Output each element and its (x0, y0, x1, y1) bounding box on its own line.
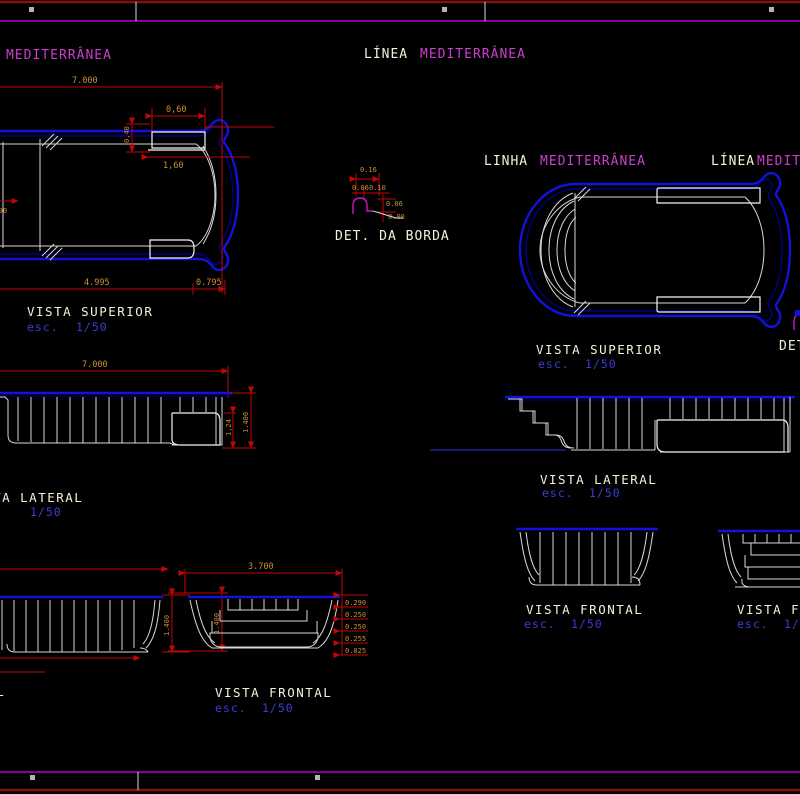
dim-detail-right-b: 0.00 (388, 213, 405, 221)
dim-lateral-left-depth: 1.400 (242, 412, 250, 433)
title-top-center-name: MEDITERRÂNEA (420, 46, 526, 62)
border-detail-title: DET. DA BORDA (335, 229, 450, 244)
plan-left-title: VISTA SUPERIOR (27, 304, 153, 319)
dim-plan-step-length: 1,60 (163, 161, 183, 171)
dim-plan-total-width: 7.000 (72, 76, 98, 86)
frontal-view-center: 3.700 1.400 0.290 0.250 0.250 0.255 0.02… (162, 562, 368, 658)
dim-lateral-left-bench: 1,24 (225, 419, 233, 436)
border-detail: 0.16 0.06 0.10 0.06 0.00 (349, 166, 405, 222)
border-detail-right-fragment (793, 310, 800, 330)
lateral-right-scale: 1/50 (589, 486, 621, 500)
frontal-right-a-esc: esc. (524, 617, 556, 631)
dim-detail-mid-a: 0.06 (352, 184, 369, 192)
plan-view-right (518, 171, 792, 329)
dim-detail-right-a: 0.06 (386, 200, 403, 208)
title-top-left: MEDITERRÂNEA (6, 47, 112, 63)
frontal-center-scale: 1/50 (262, 701, 294, 715)
lateral-view-left: 7.000 1,24 1.400 (0, 360, 256, 449)
plan-view-left (0, 118, 240, 272)
dim-step-1: 0.290 (345, 599, 366, 607)
frontal-view-left: 1.400 (0, 566, 228, 673)
lateral-right-esc: esc. (542, 486, 574, 500)
dim-step-2: 0.250 (345, 611, 366, 619)
plan-right-esc: esc. (538, 357, 570, 371)
dim-step-4: 0.255 (345, 635, 366, 643)
title-mid-center-name: MEDITERRÂNEA (540, 153, 646, 169)
grip-handle[interactable] (769, 7, 774, 12)
lateral-left-title: VISTA LATERAL (0, 490, 83, 505)
plan-left-dimensions: 7.000 0,60 0,40 1,60 0.290 4.995 0.795 (0, 76, 274, 295)
title-mid-right-prefix: LÍNEA (711, 153, 755, 169)
frontal-right-a-scale: 1/50 (571, 617, 603, 631)
layout-frame-top (0, 0, 800, 22)
frontal-center-title: VISTA FRONTAL (215, 685, 332, 700)
layout-frame-bottom (0, 771, 800, 792)
frontal-right-a-title: VISTA FRONTAL (526, 602, 643, 617)
title-mid-right-name: MEDITERRÂNEA (757, 153, 800, 169)
frontal-right-b-esc: esc. (737, 617, 769, 631)
dim-lateral-left-width: 7.000 (82, 360, 108, 370)
grip-handle[interactable] (29, 7, 34, 12)
frontal-center-esc: esc. (215, 701, 247, 715)
dim-frontal-center-width: 3.700 (248, 562, 274, 572)
grip-handle[interactable] (315, 775, 320, 780)
lateral-left-scale: 1/50 (30, 505, 62, 519)
border-detail-right-title: DET. DA BORDA (779, 339, 800, 354)
grip-handle[interactable] (442, 7, 447, 12)
plan-right-scale: 1/50 (585, 357, 617, 371)
dim-plan-left-fragment: 0.290 (0, 207, 7, 215)
plan-left-esc: esc. (27, 320, 59, 334)
plan-left-scale: 1/50 (76, 320, 108, 334)
dim-plan-body-length: 4.995 (84, 278, 110, 288)
frontal-left-title: VISTA FRONTAL (0, 684, 5, 699)
dim-plan-step-depth: 0,40 (123, 126, 131, 143)
grip-handle[interactable] (30, 775, 35, 780)
dim-frontal-center-depth: 1.400 (163, 615, 171, 636)
dim-detail-top: 0.16 (360, 166, 377, 174)
frontal-right-b-title: VISTA FRONTAL (737, 602, 800, 617)
lateral-view-right (430, 395, 795, 453)
dim-plan-nose-length: 0.795 (196, 278, 222, 288)
title-top-center-prefix: LÍNEA (364, 46, 408, 62)
title-mid-center-prefix: LINHA (484, 154, 528, 169)
dim-detail-mid-b: 0.10 (369, 184, 386, 192)
lateral-right-title: VISTA LATERAL (540, 472, 657, 487)
dim-frontal-left-depth: 1.400 (213, 613, 221, 634)
dim-plan-step-width: 0,60 (166, 105, 186, 115)
plan-right-title: VISTA SUPERIOR (536, 342, 662, 357)
frontal-right-b-scale: 1/50 (784, 617, 800, 631)
frontal-view-right-a (516, 527, 658, 586)
dim-step-5: 0.025 (345, 647, 366, 655)
frontal-view-right-b (718, 529, 800, 588)
dim-step-3: 0.250 (345, 623, 366, 631)
